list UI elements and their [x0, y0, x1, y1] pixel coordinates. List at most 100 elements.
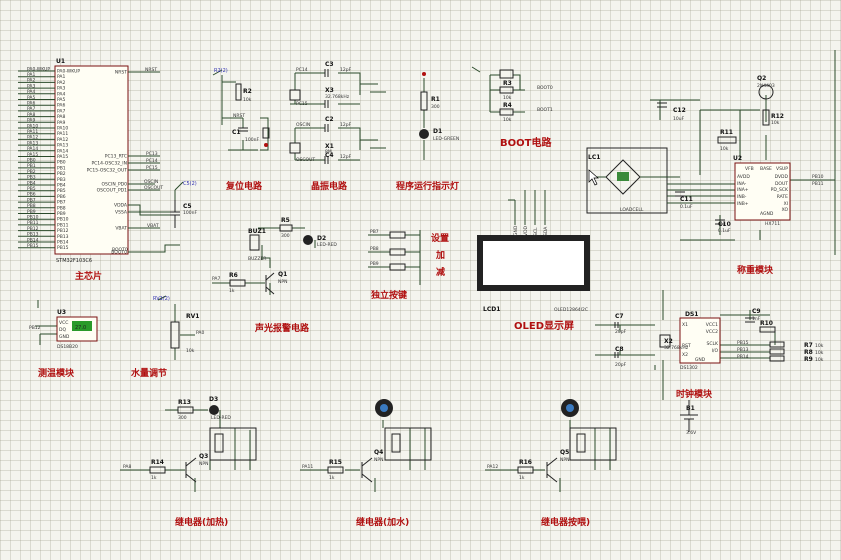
u2-pin-label: BASE — [760, 166, 772, 172]
r5-ref: R5 — [281, 217, 290, 224]
label-reset: 复位电路 — [225, 180, 263, 192]
mcu-left-net-label: PA10 — [27, 123, 38, 129]
ds1-pin-label: VCC1 — [706, 322, 718, 328]
q1-value: NPN — [278, 279, 287, 285]
u2-pin-label: XO — [782, 207, 789, 213]
relay-heat[interactable]: R13 300 D3 LED-RED R14 1k Q3 NPN PA8 — [120, 396, 257, 492]
reset-net: NRST — [233, 113, 245, 119]
alarm-net: PA7 — [212, 276, 221, 282]
weigh-module[interactable]: LC1 LOADCELL U2 HX711 AVDDINA-INA+INB-IN… — [586, 50, 836, 255]
label-sub: 减 — [436, 266, 445, 278]
crystal-circuit[interactable]: PC14 C3 12pF X3 32.768kHz PC15 C2 12pF O… — [289, 61, 386, 164]
u2-pin-label: VFB — [745, 166, 754, 172]
mcu-left-pin-label: PB11 — [57, 222, 69, 228]
mcu-left-net-label: PB13 — [27, 232, 39, 238]
mcu-left-pin-label: PB14 — [57, 240, 69, 246]
resistor-r4 — [499, 108, 514, 116]
mcu-left-pin-label: PB5 — [57, 188, 66, 194]
relay-water-net: PA11 — [302, 464, 313, 470]
relay-heat-coil — [214, 433, 224, 453]
c9-value: 1nF — [752, 316, 761, 322]
label-set: 设置 — [431, 232, 449, 244]
oled-pin-label: SDA — [543, 226, 549, 236]
x3-value: 32.768kHz — [325, 94, 350, 100]
u2-pin-label: PD_SCK — [771, 187, 789, 193]
hx711-u2 — [734, 162, 791, 221]
net-c5: C5(2) — [183, 181, 197, 187]
led-d2 — [303, 235, 313, 245]
ds1-pin-label: I/O — [712, 348, 719, 354]
r16-value: 1k — [519, 475, 525, 481]
mcu-left-pin-label: PA0-WKUP — [57, 69, 80, 75]
ds1-pin-label: X1 — [682, 322, 688, 328]
c11-value: 0.1uF — [680, 204, 693, 210]
alarm-circuit[interactable]: BUZ1 BUZZER R5 300 D2 LED-RED R6 1k Q1 N… — [212, 217, 337, 295]
c12-ref: C12 — [673, 107, 686, 114]
c8-value: 20pF — [615, 362, 627, 368]
r14-value: 1k — [151, 475, 157, 481]
resistor-r11 — [717, 136, 737, 144]
q5-value: NPN — [560, 457, 569, 463]
relay-spray[interactable]: R16 1k Q5 NPN PA12 — [485, 399, 617, 492]
run-led-circuit[interactable]: R1 300 D1 LED-GREEN — [419, 72, 459, 160]
potentiometer-rv1[interactable] — [170, 321, 180, 349]
r16-ref: R16 — [519, 459, 532, 466]
q2-value: 2N4403 — [757, 83, 775, 89]
mcu-left-pin-label: PA9 — [57, 120, 66, 126]
u2-pin-label: VSUP — [776, 166, 788, 172]
r11-value: 10k — [720, 146, 729, 152]
reset-button[interactable] — [262, 127, 270, 139]
capacitor-c5[interactable]: C5 100nF — [170, 200, 197, 228]
net-nrst: NRST — [145, 67, 157, 73]
resistor-r6 — [229, 279, 246, 287]
c4-value: 12pF — [340, 154, 352, 160]
resistor-r8 — [769, 348, 785, 355]
r5-value: 300 — [281, 233, 290, 239]
mcu-left-pin-label: PA5 — [57, 97, 66, 103]
key-set-button[interactable] — [389, 231, 406, 239]
resistor-r9 — [769, 355, 785, 362]
c12-value: 10uF — [673, 116, 685, 122]
mcu-left-pin-label: PA6 — [57, 103, 66, 109]
mcu-ref: U1 — [56, 58, 65, 65]
mcu-left-pin-label: PA13 — [57, 143, 68, 149]
oled-screen — [477, 235, 590, 291]
q4-value: NPN — [374, 457, 383, 463]
water-adjust[interactable]: RV1 10k PA0 RV1(2) — [153, 295, 205, 360]
label-temp: 测温模块 — [38, 367, 75, 379]
label-add: 加 — [435, 249, 445, 261]
reset-pin-dot — [264, 143, 268, 147]
svg-text:PC14: PC14 — [296, 67, 308, 73]
temp-module[interactable]: 27.0 U3 DS18B20 VCC DQ GND PB12 — [29, 300, 98, 350]
key-sub-button[interactable] — [389, 263, 406, 271]
label-keys: 独立按键 — [370, 289, 408, 301]
ds1-pin-label: SCLK — [707, 341, 720, 347]
d2-value: LED-RED — [317, 242, 337, 248]
relay-water[interactable]: R15 1k Q4 NPN PA11 — [300, 399, 432, 492]
mcu-left-net-label: PB5 — [27, 186, 36, 192]
boot-switch[interactable] — [499, 69, 514, 79]
mcu-left-net-label: PB0 — [27, 158, 36, 164]
key-add-button[interactable] — [389, 248, 406, 256]
ds1-pin-label: X2 — [682, 352, 688, 358]
svg-text:10k: 10k — [815, 343, 824, 349]
c5-value: 100nF — [183, 210, 197, 216]
boot-circuit[interactable]: R3 10k R4 10k BOOT0 BOOT1 — [471, 66, 553, 123]
transistor-q1 — [265, 272, 275, 295]
d1-value: LED-GREEN — [433, 136, 459, 142]
transistor-q3 — [185, 457, 197, 483]
mcu-u1[interactable]: U1 STM32F103C6 PA0-WKUPPA0-WKUPPA1PA1PA2… — [18, 58, 129, 264]
resistor-r13 — [177, 406, 194, 414]
label-relay-heat: 继电器(加热) — [175, 516, 228, 528]
reset-circuit[interactable]: R2 10k NRST C1 100nF R2(2) — [212, 68, 270, 151]
resistor-r10 — [759, 326, 776, 333]
label-boot: BOOT电路 — [500, 136, 552, 149]
relay-heat-net: PA8 — [123, 464, 132, 470]
crystal-x1 — [289, 142, 301, 154]
r8-ref: R8 — [804, 349, 813, 356]
keys-circuit[interactable]: PB7 PB8 PB9 — [368, 229, 421, 285]
c7-ref: C7 — [615, 313, 624, 320]
